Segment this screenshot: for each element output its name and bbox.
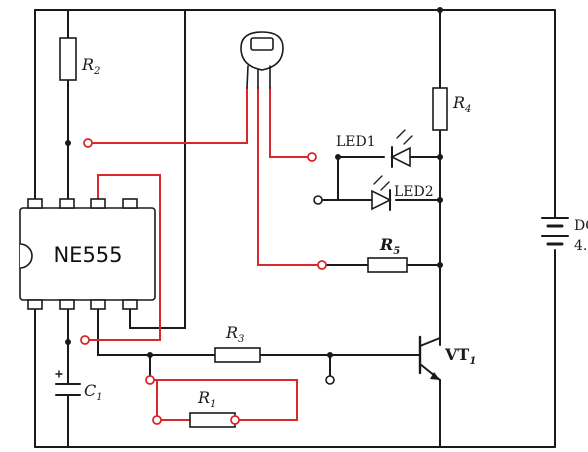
ic-notch (19, 243, 33, 269)
resistor-r4: R4 (432, 87, 471, 131)
junctions (65, 7, 443, 358)
led2: LED2 (371, 175, 434, 211)
capacitor-c1: C1 (55, 369, 103, 403)
transistor-vt1: VT1 (418, 335, 476, 381)
resistor-r1: R1 (189, 388, 236, 428)
led1: LED1 (336, 129, 413, 168)
resistor-r3: R3 (214, 323, 261, 363)
r2-label: R2 (81, 55, 100, 77)
battery-label-dc: DC (574, 218, 588, 234)
battery-label-voltage: 4.5 V (574, 238, 588, 254)
r3-label: R3 (225, 323, 244, 345)
led2-label: LED2 (394, 184, 434, 200)
ne555-chip: NE555 (19, 198, 156, 310)
battery: DC 4.5 V (541, 217, 588, 254)
r4-label: R4 (452, 93, 471, 115)
vt1-label: VT1 (444, 345, 476, 367)
red-wires (84, 87, 323, 421)
led1-label: LED1 (336, 134, 376, 150)
terminals (80, 138, 335, 425)
r1-label: R1 (197, 388, 216, 410)
r5-label: R5 (379, 235, 400, 257)
ic-pins (27, 198, 138, 310)
ic-label: NE555 (53, 243, 122, 267)
c1-label: C1 (84, 381, 103, 403)
resistor-r2: R2 (59, 37, 100, 81)
ir-sensor-module (240, 31, 284, 89)
resistor-r5: R5 (367, 235, 408, 273)
black-wires (34, 9, 556, 448)
